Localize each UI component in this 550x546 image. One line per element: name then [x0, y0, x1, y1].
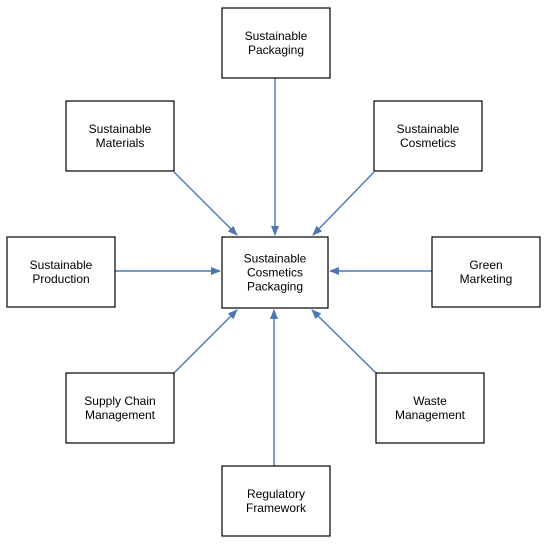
node-box [65, 372, 175, 444]
arrow-waste-management-to-center [311, 309, 377, 374]
arrow-sustainable-materials-to-center [173, 171, 238, 236]
node-label-line: Sustainable [244, 252, 307, 266]
node-label-line: Production [32, 272, 89, 286]
node-label-line: Materials [96, 136, 145, 150]
node-label-line: Sustainable [30, 258, 93, 272]
edges-layer [115, 78, 432, 466]
node-box [221, 7, 331, 79]
node-label-line: Sustainable [245, 29, 308, 43]
node-box [375, 372, 485, 444]
node-label-line: Marketing [460, 272, 513, 286]
arrow-supply-chain-management-to-center [173, 309, 238, 374]
node-box [431, 236, 541, 308]
node-box [6, 236, 116, 308]
node-label-line: Management [395, 408, 466, 422]
node-label-line: Framework [246, 501, 307, 515]
node-label-line: Supply Chain [84, 394, 155, 408]
node-label-line: Packaging [248, 43, 304, 57]
node-box [221, 465, 331, 537]
node-label-line: Green [469, 258, 502, 272]
node-label-line: Sustainable [397, 122, 460, 136]
node-box [221, 236, 329, 309]
node-label-line: Packaging [247, 280, 303, 294]
node-label-line: Management [85, 408, 156, 422]
node-label-line: Regulatory [247, 487, 305, 501]
arrow-sustainable-cosmetics-to-center [312, 171, 375, 236]
node-label-line: Cosmetics [247, 266, 303, 280]
node-box [373, 100, 483, 172]
node-label-line: Cosmetics [400, 136, 456, 150]
node-label-line: Waste [413, 394, 447, 408]
node-label-line: Sustainable [89, 122, 152, 136]
node-box [65, 100, 175, 172]
